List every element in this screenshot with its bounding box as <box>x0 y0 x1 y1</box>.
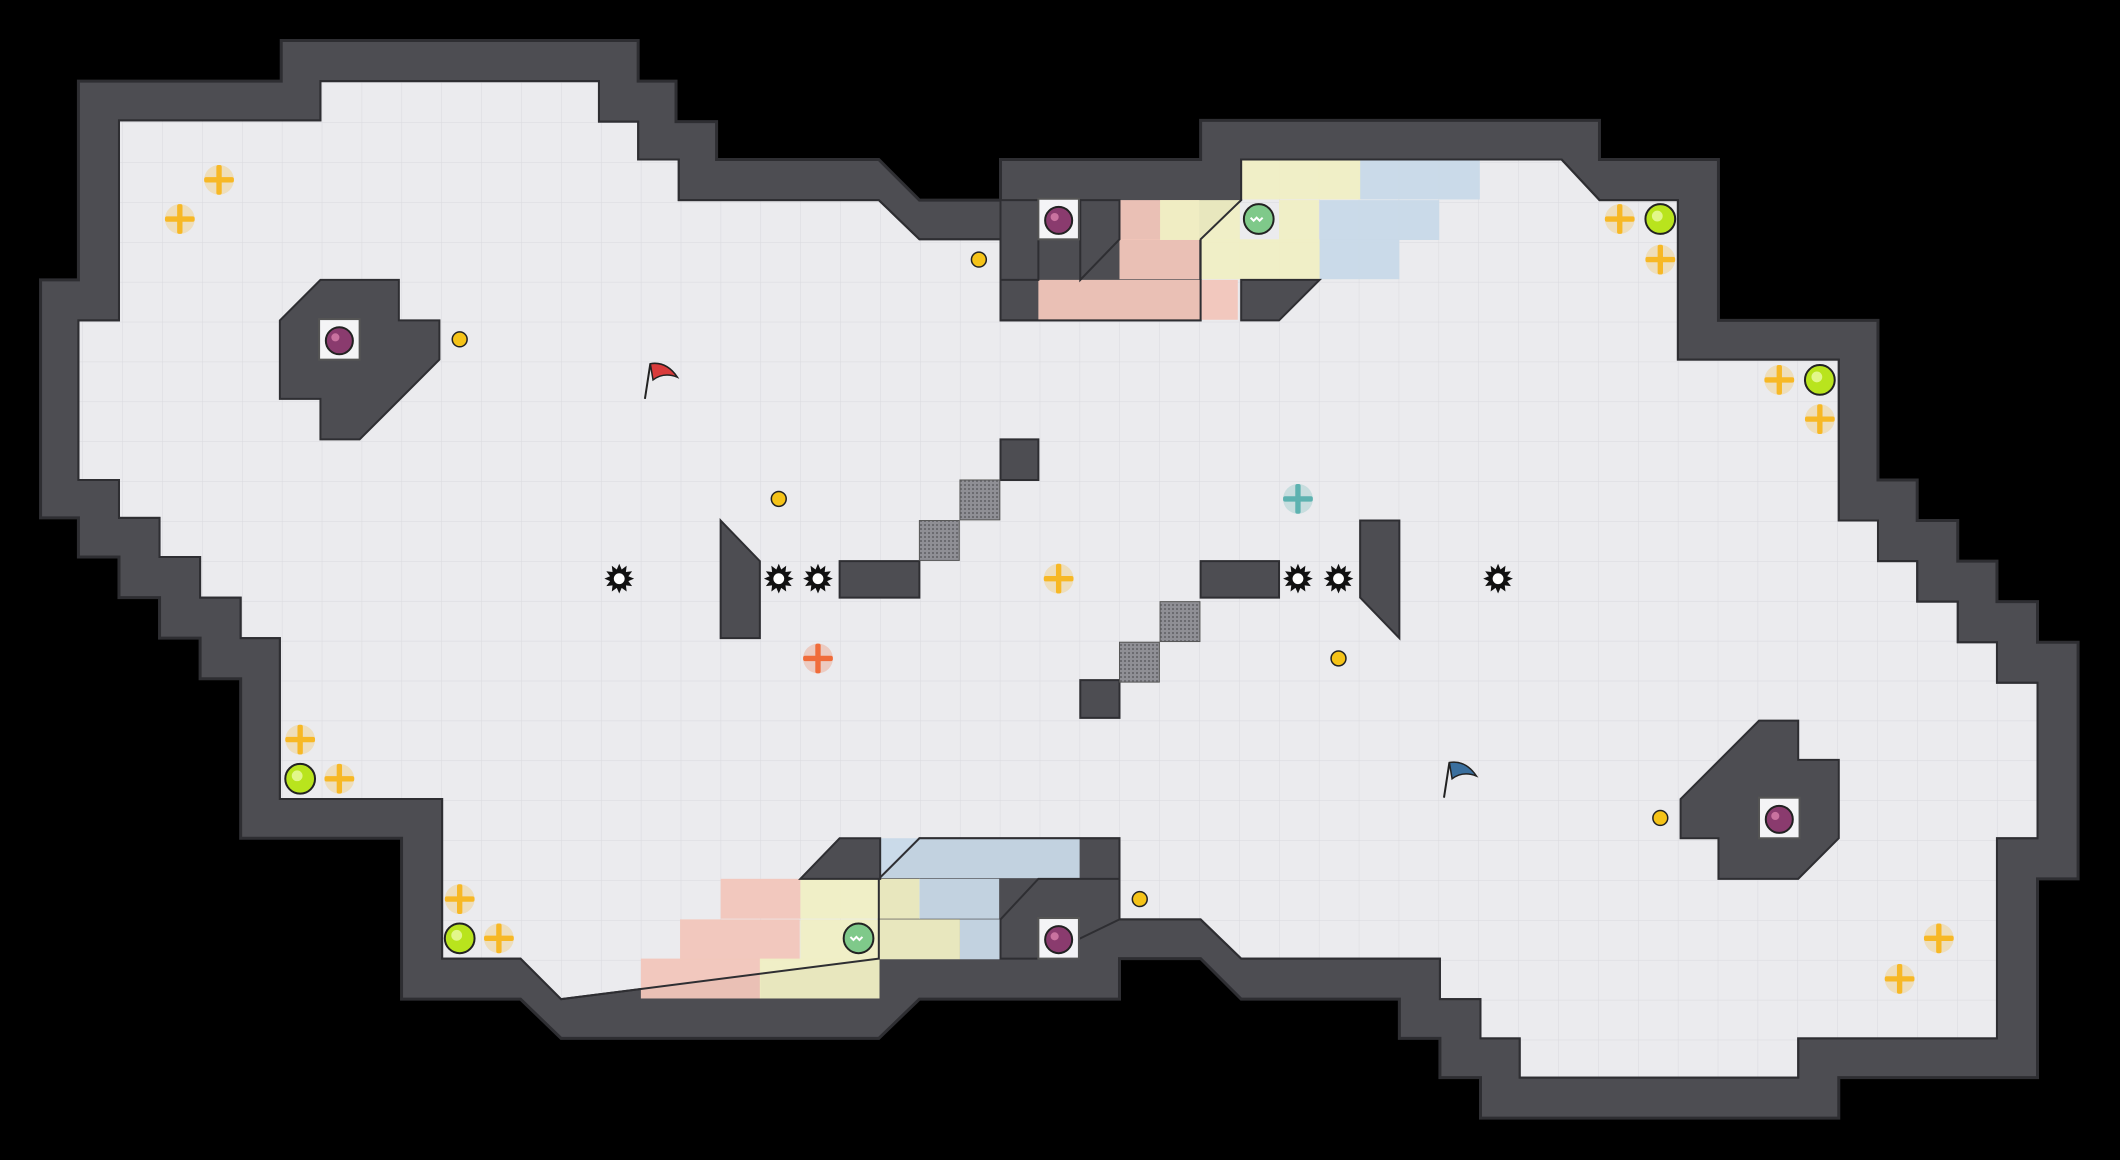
team-zone-tile <box>1319 200 1440 240</box>
team-zone-tile <box>640 958 761 999</box>
spike-icon <box>604 563 635 594</box>
team-zone-tile <box>1241 159 1361 200</box>
wall-block <box>1359 519 1401 641</box>
button-icon <box>1652 809 1669 827</box>
portal-icon <box>842 922 875 955</box>
team-zone-tile <box>1038 279 1238 320</box>
wall-block <box>798 837 882 880</box>
team-zone-tile <box>759 958 880 999</box>
boost-icon <box>1043 563 1074 594</box>
wall-block <box>999 199 1040 281</box>
boost-icon <box>324 763 355 794</box>
wall-block <box>838 560 921 599</box>
team-zone-tile <box>1279 200 1319 240</box>
boost-icon <box>1884 964 1915 994</box>
blue-flag-icon <box>1442 761 1479 798</box>
team-zone-tile <box>800 878 921 919</box>
wall-block <box>1199 560 1281 599</box>
bomb-icon <box>1037 917 1080 960</box>
team-zone-tile <box>959 919 1000 960</box>
button-icon <box>1131 890 1148 908</box>
spike-icon <box>1283 563 1313 594</box>
wall-block <box>1240 278 1323 322</box>
boost-icon <box>484 923 514 954</box>
gate-tile <box>1118 641 1160 683</box>
gate-tile <box>1159 601 1201 643</box>
team-zone-tile <box>880 838 1080 879</box>
button-icon <box>1330 650 1347 667</box>
powerup-icon <box>443 922 476 955</box>
boost-icon <box>285 724 316 755</box>
team-zone-tile <box>680 919 800 960</box>
team-zone-tile <box>800 919 960 960</box>
spike-icon <box>1483 563 1513 594</box>
boost-icon <box>803 643 833 674</box>
spike-icon <box>803 563 833 594</box>
boost-icon <box>204 164 234 195</box>
wall-block <box>1079 199 1121 283</box>
bomb-icon <box>1758 796 1801 840</box>
team-zone-tile <box>919 878 1000 919</box>
powerup-icon <box>1644 203 1677 235</box>
powerup-icon <box>284 762 317 795</box>
powerup-icon <box>1803 364 1836 396</box>
wall-block <box>1079 679 1121 719</box>
bomb-icon <box>318 318 361 361</box>
button-icon <box>451 331 468 348</box>
team-zone-tile <box>1119 239 1200 280</box>
wall-block <box>999 438 1040 481</box>
team-zone-tile <box>1319 239 1400 280</box>
portal-icon <box>1242 203 1275 235</box>
boost-icon <box>1645 244 1676 275</box>
team-zone-tile <box>1360 159 1480 200</box>
team-zone-tile <box>1160 200 1240 240</box>
spike-icon <box>763 563 794 594</box>
team-zone-tile <box>720 878 801 919</box>
boost-icon <box>444 884 475 914</box>
button-icon <box>770 490 787 508</box>
team-zone-tile <box>1200 239 1321 280</box>
gate-tile <box>959 479 1001 521</box>
red-flag-icon <box>643 362 680 400</box>
bomb-icon <box>1037 197 1080 241</box>
spike-icon <box>1323 563 1354 594</box>
boost-icon <box>1804 404 1835 435</box>
boost-icon <box>1764 365 1795 395</box>
boost-icon <box>1604 204 1635 234</box>
wall-block <box>719 518 761 640</box>
gate-tile <box>918 520 960 561</box>
boost-icon <box>1283 484 1313 514</box>
boost-icon <box>164 204 195 234</box>
map-floor-outline <box>77 80 2039 1079</box>
boost-icon <box>1923 923 1954 954</box>
button-icon <box>970 251 988 268</box>
